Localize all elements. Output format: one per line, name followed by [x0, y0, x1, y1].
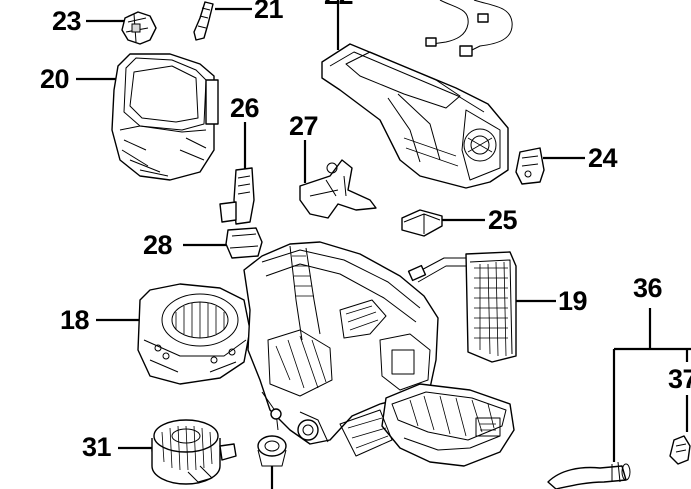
part-31-blower-motor — [151, 419, 237, 485]
callout-20: 20 — [40, 64, 70, 94]
callout-24: 24 — [588, 143, 618, 173]
part-resistor-motor — [257, 435, 287, 467]
part-23-bracket — [121, 11, 157, 45]
part-18-main-housing — [137, 241, 515, 467]
callout-31: 31 — [82, 432, 112, 462]
callout-25: 25 — [488, 205, 518, 235]
callout-19: 19 — [558, 286, 588, 316]
part-27-linkage — [299, 159, 377, 219]
part-20-blower-cover — [111, 53, 219, 181]
callout-37: 37 — [668, 364, 691, 394]
callout-22: 22 — [324, 0, 354, 9]
part-22-upper-housing — [321, 0, 513, 189]
part-36-hose — [547, 461, 631, 489]
part-25-clip — [401, 209, 443, 237]
callout-21: 21 — [254, 0, 284, 24]
callout-36: 36 — [633, 273, 663, 303]
callout-27: 27 — [289, 111, 319, 141]
part-21-sensor — [193, 1, 214, 41]
callout-23: 23 — [52, 6, 82, 36]
part-19-evaporator-core — [407, 251, 517, 363]
callout-28: 28 — [143, 230, 173, 260]
leader-lines — [76, 0, 691, 489]
callout-26: 26 — [230, 93, 260, 123]
part-37-clip — [669, 435, 691, 465]
callout-18: 18 — [60, 305, 90, 335]
part-26-flap — [219, 167, 255, 225]
part-28-actuator — [225, 227, 263, 259]
part-24-sensor-plate — [515, 147, 545, 185]
